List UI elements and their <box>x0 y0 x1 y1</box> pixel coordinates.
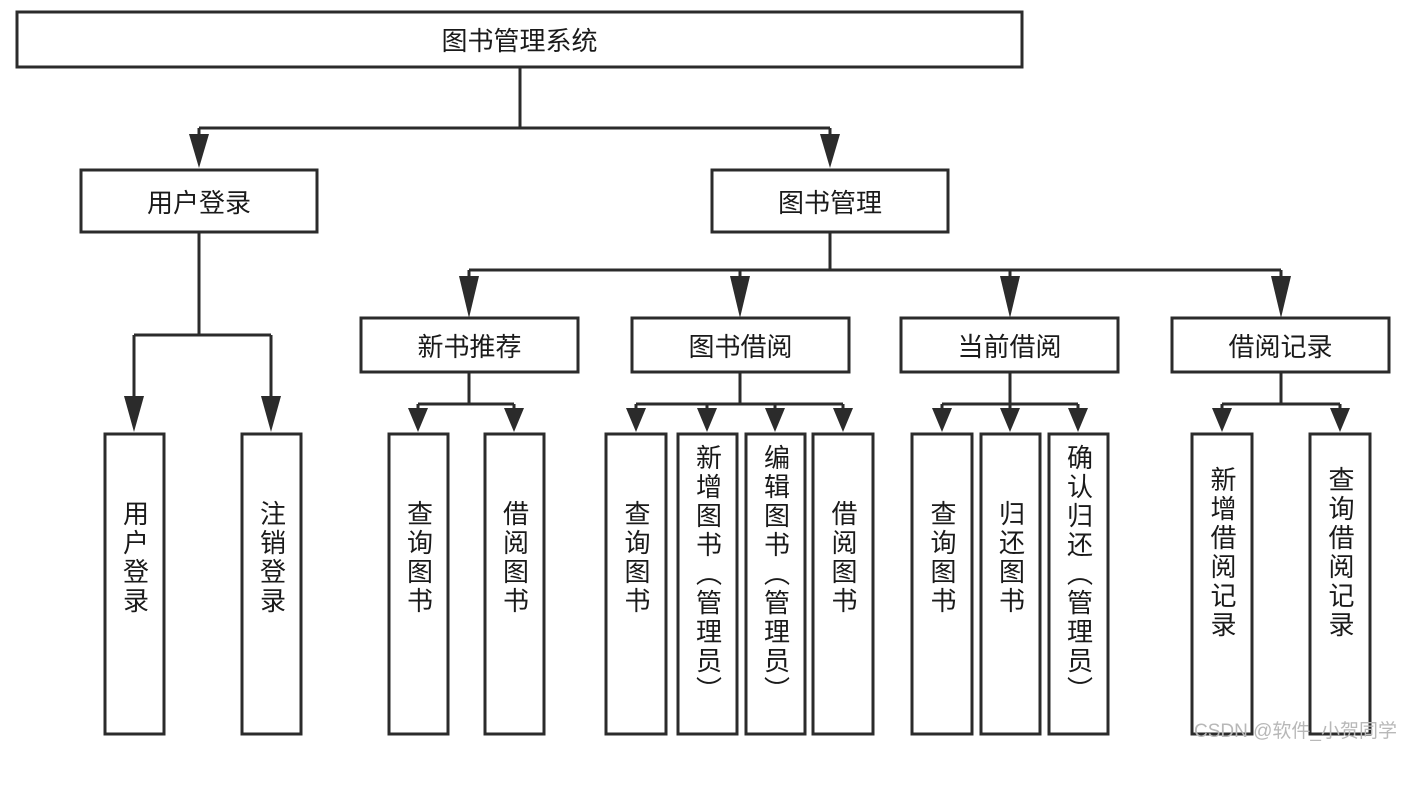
connector-group-root-to-level2 <box>189 67 840 168</box>
arrow-head-borrow-record <box>1271 276 1291 318</box>
arrow-head-leaf-logout-login <box>261 396 281 432</box>
node-box-leaf-user-login[interactable] <box>103 432 166 736</box>
node-box-leaf-query-book-3[interactable] <box>910 432 974 736</box>
arrow-head-book-borrow <box>730 276 750 318</box>
arrow-head-leaf-confirm-return-admin <box>1068 408 1088 432</box>
node-box-leaf-return-book[interactable] <box>979 432 1042 736</box>
arrow-head-leaf-query-book-3 <box>932 408 952 432</box>
node-box-leaf-query-borrow-record[interactable] <box>1308 432 1372 736</box>
node-box-root[interactable] <box>15 10 1024 69</box>
arrow-head-leaf-query-book-2 <box>626 408 646 432</box>
node-box-leaf-add-book-admin[interactable] <box>676 432 739 736</box>
node-box-book-management[interactable] <box>710 168 950 234</box>
arrow-head-leaf-add-borrow-record <box>1212 408 1232 432</box>
arrow-head-book-management <box>820 134 840 168</box>
arrow-head-leaf-user-login <box>124 396 144 432</box>
arrow-head-leaf-return-book <box>1000 408 1020 432</box>
node-box-user-login[interactable] <box>79 168 319 234</box>
node-box-leaf-confirm-return-admin[interactable] <box>1047 432 1110 736</box>
arrow-head-leaf-query-borrow-record <box>1330 408 1350 432</box>
node-box-leaf-query-book-1[interactable] <box>387 432 450 736</box>
node-box-leaf-logout-login[interactable] <box>240 432 303 736</box>
connector-group-book-management-to-level3 <box>459 232 1291 318</box>
arrow-head-current-borrow <box>1000 276 1020 318</box>
arrow-head-leaf-query-book-1 <box>408 408 428 432</box>
diagram-canvas: 图书管理系统 用户登录 图书管理 新书推荐 图书借阅 当前借阅 借阅记录 用户登… <box>15 10 1397 742</box>
arrow-head-leaf-borrow-book-1 <box>504 408 524 432</box>
connector-group-current-borrow-to-leaves <box>932 372 1088 432</box>
connector-group-book-borrow-to-leaves <box>626 372 853 432</box>
arrow-head-leaf-edit-book-admin <box>765 408 785 432</box>
arrow-head-new-book-recommend <box>459 276 479 318</box>
node-box-leaf-borrow-book-1[interactable] <box>483 432 546 736</box>
arrow-head-leaf-add-book-admin <box>697 408 717 432</box>
node-box-leaf-query-book-2[interactable] <box>604 432 668 736</box>
arrow-head-user-login <box>189 134 209 168</box>
node-box-leaf-borrow-book-2[interactable] <box>811 432 875 736</box>
node-box-current-borrow[interactable] <box>899 316 1120 374</box>
connector-group-borrow-record-to-leaves <box>1212 372 1350 432</box>
node-box-leaf-add-borrow-record[interactable] <box>1190 432 1254 736</box>
connector-group-user-login-to-leaves <box>124 232 281 432</box>
node-box-book-borrow[interactable] <box>630 316 851 374</box>
node-box-new-book-recommend[interactable] <box>359 316 580 374</box>
node-box-borrow-record[interactable] <box>1170 316 1391 374</box>
arrow-head-leaf-borrow-book-2 <box>833 408 853 432</box>
connector-group-new-book-recommend-to-leaves <box>408 372 524 432</box>
node-box-leaf-edit-book-admin[interactable] <box>744 432 807 736</box>
tree-diagram-svg <box>15 10 1391 736</box>
